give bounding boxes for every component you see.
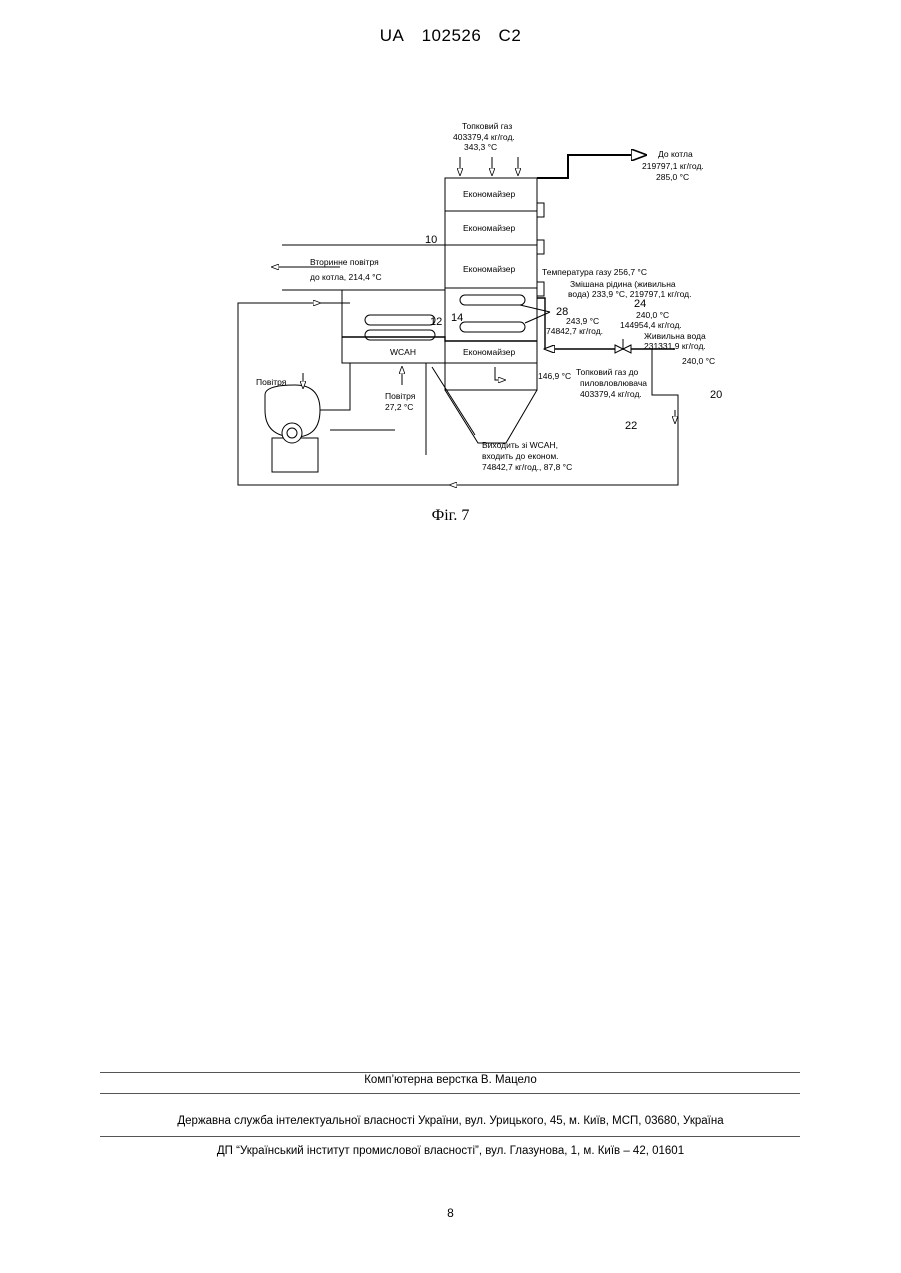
figure-caption: Фіг. 7 [0,507,901,525]
economizer-2-label: Економайзер [463,223,515,233]
gas-temp-label: Температура газу 256,7 °С [542,267,647,277]
footer-rule-top [100,1072,800,1073]
feedwater-flow-label: 144954,4 кг/год. [620,320,682,330]
mixed-liquid-value: вода) 233,9 °С, 219797,1 кг/год. [568,289,692,299]
flue-in-label: Топковий газ [462,121,512,131]
ref-28: 28 [556,306,568,318]
patent-kind: C2 [499,26,522,45]
hopper [445,390,537,443]
feedwater-total-label: 231331,9 кг/год. [644,341,706,351]
temp-243-label: 243,9 °С [566,316,599,326]
wcah-exit-flow: 74842,7 кг/год., 87,8 °С [482,462,572,472]
patent-number: 102526 [422,26,482,45]
air-inlet-temp: 27,2 °С [385,402,413,412]
economizer-tower [445,178,537,390]
typesetter-credit: Комп’ютерна верстка В. Мацело [0,1074,901,1086]
flue-out-flow: 403379,4 кг/год. [580,389,642,399]
flue-in-temp: 343,3 °С [464,142,497,152]
secondary-air-label: Вторинне повітря [310,257,379,267]
diagram-svg: Топковий газ 403379,4 кг/год. 343,3 °С Д… [220,105,780,505]
mixed-liquid-label: Змішана рідина (живильна [570,279,676,289]
patent-header: UA 102526 C2 [0,26,901,46]
to-boiler-flow: 219797,1 кг/год. [642,161,704,171]
wcah-exit-dest: входить до економ. [482,451,559,461]
process-diagram: Топковий газ 403379,4 кг/год. 343,3 °С Д… [220,105,780,505]
ref-14: 14 [451,312,463,324]
economizer-4-label: Економайзер [463,347,515,357]
flue-out-dest: пиловловлювача [580,378,647,388]
agency-address: Державна служба інтелектуальної власност… [0,1115,901,1127]
feedwater-temp-label: 240,0 °С [636,310,669,320]
flue-out-temp: 146,9 °С [538,371,571,381]
office-code: UA [380,26,405,45]
page-number: 8 [0,1206,901,1220]
ref-12: 12 [430,316,442,328]
institute-address: ДП “Український інститут промислової вла… [0,1145,901,1157]
to-boiler-temp: 285,0 °С [656,172,689,182]
footer-rule-middle [100,1093,800,1094]
economizer-1-label: Економайзер [463,189,515,199]
flue-out-label: Топковий газ до [576,367,639,377]
feedwater-label: Живильна вода [644,331,706,341]
ref-10: 10 [425,234,437,246]
flue-in-flow: 403379,4 кг/год. [453,132,515,142]
ref-20: 20 [710,389,722,401]
secondary-air-temp: до котла, 214,4 °С [310,272,382,282]
ref-24: 24 [634,298,646,310]
footer-rule-bottom [100,1136,800,1137]
wcah-label: WCAH [390,347,416,357]
feedwater-inlet-temp: 240,0 °С [682,356,715,366]
air-fan-label: Повітря [256,377,287,387]
flow-74842-label: 74842,7 кг/год. [546,326,603,336]
wcah-exit-label: Виходить зі WCAH, [482,440,558,450]
economizer-3-label: Економайзер [463,264,515,274]
air-inlet-label: Повітря [385,391,416,401]
to-boiler-label: До котла [658,149,693,159]
ref-22: 22 [625,420,637,432]
